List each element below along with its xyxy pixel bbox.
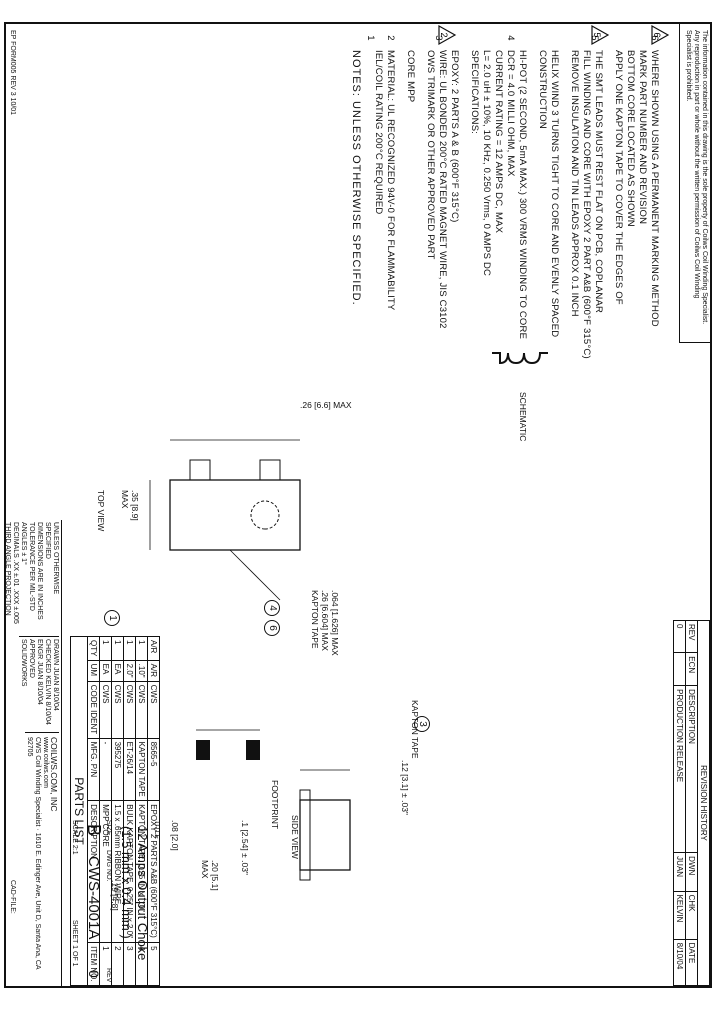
company-web: www.coilws.com: [42, 737, 49, 788]
title-area: TITLE 12 Amps Output Choke (1.5 mm x 0.4…: [64, 820, 160, 986]
rev-label: REV: [105, 968, 112, 983]
notes-title: NOTES: UNLESS OTHERWISE SPECIFIED.: [350, 50, 362, 306]
approvals-block: DRAWN JUAN 8/10/04 CHECKED KELVIN 8/10/0…: [19, 636, 59, 729]
proprietary-notice: The information contained in this drawin…: [684, 30, 708, 330]
core-hole: [250, 500, 280, 530]
company-name: COILWS.COM, INC: [49, 737, 59, 812]
dwn-col-header: DWN: [685, 852, 698, 892]
balloon-4: 4: [264, 600, 280, 616]
top-view-lead-dims: .064 [1.626] MAX .26 [6.604] MAX KAPTON …: [310, 590, 340, 656]
notice-divider: [679, 22, 680, 342]
top-view-label: TOP VIEW: [96, 490, 106, 532]
footprint-dim-a: .08 [2.0]: [170, 820, 180, 851]
lead-top-a: [259, 459, 281, 481]
note-specs: HI-POT (2 SECOND, 5mA MAX.) 300 VRMS WIN…: [469, 50, 528, 340]
size-value: B: [84, 824, 104, 837]
rev-col-header: REV: [685, 620, 698, 653]
side-view-label: SIDE VIEW: [290, 815, 300, 859]
revision-history-table: REVISION HISTORY REV ECN DESCRIPTION DWN…: [673, 620, 710, 986]
schematic-label: SCHEMATIC: [518, 392, 528, 442]
side-body: [299, 799, 351, 871]
balloon-side-3: 3: [414, 716, 430, 732]
note-flags: 6 5 2: [438, 24, 670, 46]
flag-2-icon: [438, 24, 457, 46]
dwg-label: DWG NO.: [105, 850, 112, 882]
pad-a: [246, 740, 260, 760]
rev-value: 0: [86, 970, 102, 978]
table-row: 0 PRODUCTION RELEASE JUAN KELVIN 8/10/04: [673, 620, 686, 986]
form-id: EP FORM005 REV 3 10/01: [9, 30, 16, 116]
flag-5-icon: [591, 24, 610, 46]
chk-col-header: CHK: [685, 891, 698, 940]
description-col-header: DESCRIPTION: [685, 685, 698, 853]
flag-5-text: 5: [592, 32, 602, 37]
date-col-header: DATE: [685, 939, 698, 986]
notice-divider-v: [679, 342, 712, 343]
side-view-dim1: .12 [3.1] ± .03": [400, 760, 410, 815]
top-view-drawing: [149, 439, 301, 601]
side-base: [299, 789, 311, 881]
footprint-label: FOOTPRINT: [270, 780, 280, 830]
note-5: THE SMT LEADS MUST REST FLAT ON PCB, COP…: [569, 50, 604, 359]
scale-block: SCALE 2:1: [71, 820, 78, 855]
core-body: [169, 479, 301, 551]
flag-6-text: 6: [652, 32, 662, 37]
dwg-number: CWS-4001A: [85, 856, 102, 940]
tolerance-block: UNLESS OTHERWISE SPECIFIED DIMENSIONS AR…: [4, 522, 59, 624]
pad-b: [196, 740, 210, 760]
note-3: EPOXY: 2 PARTS A & B (600°F 315°C) WIRE:…: [425, 50, 460, 329]
title-label: TITLE: [153, 820, 160, 840]
notice-line-2: Any reproduction in part or whole withou…: [685, 30, 700, 299]
flag-6-icon: [651, 24, 670, 46]
revision-title: REVISION HISTORY: [697, 620, 710, 986]
lead-top-b: [189, 459, 211, 481]
leader-1: [229, 549, 281, 601]
sheet-block: SHEET 1 OF 1: [71, 920, 78, 967]
notice-line-1: The information contained in this drawin…: [701, 30, 708, 325]
schematic: [490, 348, 550, 388]
revision-header-row: REV ECN DESCRIPTION DWN CHK DATE: [685, 620, 698, 986]
top-view-dim-width: .35 [8.9] MAX: [120, 490, 140, 521]
note-6: WHERE SHOWN USING A PERMANENT MARKING ME…: [613, 50, 660, 327]
balloon-6: 6: [264, 620, 280, 636]
cad-file-label: CAD-FILE:: [9, 880, 16, 914]
inductor-symbol-icon: [492, 352, 548, 365]
note-2: CORE MPP: [405, 50, 416, 103]
size-label: SIZE: [105, 820, 112, 836]
company-block: COILWS.COM, INC www.coilws.com CWS Coil …: [25, 732, 59, 987]
top-view-dim-height: .26 [6.6] MAX: [300, 400, 352, 410]
side-view-drawing: [299, 769, 351, 881]
flag-2-text: 2: [439, 32, 449, 37]
title-block: UNLESS OTHERWISE SPECIFIED DIMENSIONS AR…: [4, 520, 62, 987]
notes-block: WHERE SHOWN USING A PERMANENT MARKING ME…: [350, 50, 660, 380]
ecn-col-header: ECN: [685, 652, 698, 686]
note-1: MATERIAL: UL RECOGNIZED 94V-0 FOR FLAMMA…: [373, 50, 396, 311]
balloon-1: 1: [104, 610, 120, 626]
note-4: HELIX WIND 3 TURNS TIGHT TO CORE AND EVE…: [537, 50, 560, 338]
drawing-title: 12 Amps Output Choke (1.5 mm x 0.4 mm ): [119, 826, 150, 961]
footprint-drawing: [196, 729, 260, 760]
